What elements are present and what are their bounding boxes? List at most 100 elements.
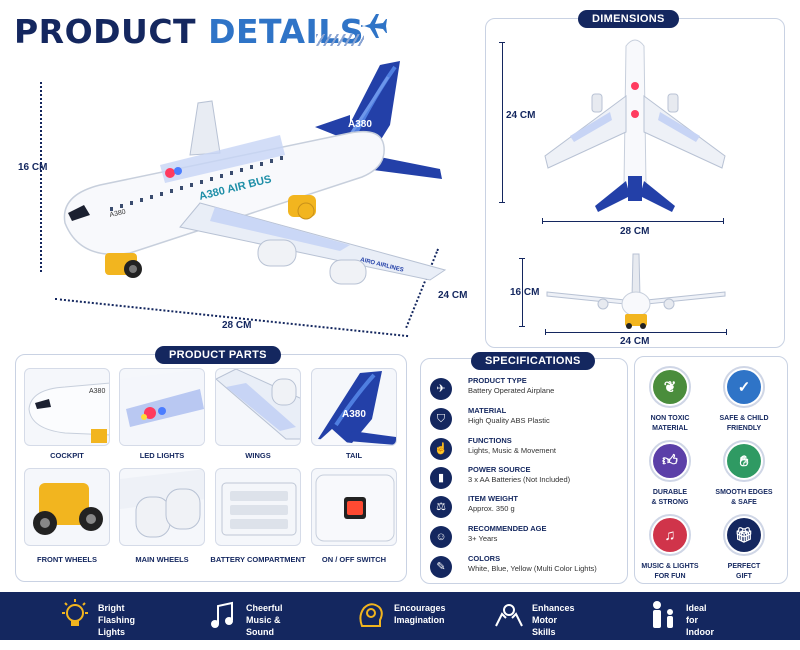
part-led-lights-image [119,368,205,446]
battery-icon: ▮ [430,467,452,489]
feature-badge: 👍︎ [649,440,691,482]
feature-badge: ❦ [649,366,691,408]
tick [723,218,724,224]
family-icon [653,601,673,628]
top-view-airplane [544,39,726,212]
tail-part-text: A380 [342,409,366,420]
front-width-label: 24 CM [620,336,650,347]
hand-icon: ☝ [430,438,452,460]
part-cockpit-image: A380 [24,368,110,446]
features-panel [634,356,788,584]
spec-title: FUNCTIONS [468,436,512,445]
top-width-label: 28 CM [620,226,650,237]
footer-label: Encourages Imagination [394,603,446,625]
spec-value: Battery Operated Airplane [468,386,555,395]
part-label-cockpit: COCKPIT [50,451,84,460]
spec-title: MATERIAL [468,406,507,415]
height-label: 16 CM [18,162,48,173]
front-width-line [545,332,727,333]
spec-value: Lights, Music & Movement [468,446,556,455]
top-width-line [542,221,724,222]
spec-title: RECOMMENDED AGE [468,524,547,533]
part-wings-image [215,368,301,446]
feature-label: NON TOXIC MATERIAL [650,415,690,432]
tick [519,258,525,259]
part-label-front-wheels: FRONT WHEELS [37,555,97,564]
feature-perfect-gift: 🎁︎ PERFECT GIFT [708,514,780,582]
part-label-main-wheels: MAIN WHEELS [135,555,189,564]
feature-non-toxic: ❦ NON TOXIC MATERIAL [634,366,706,434]
spec-row-item-weight: ⚖ ITEM WEIGHT Approx. 350 g [430,494,630,524]
gift-icon: 🎁︎ [727,518,761,552]
smooth-hand-icon: ✋︎ [727,444,761,478]
music-icon [211,601,233,628]
nose-text: A380 [109,209,127,219]
weight-icon: ⚖ [430,496,452,518]
part-label-battery-compartment: BATTERY COMPARTMENT [210,555,306,564]
main-airplane-illustration: A380 A380 AIR BUS A380 AIRO AIRLINES [63,61,447,285]
spec-row-power-source: ▮ POWER SOURCE 3 x AA Batteries (Not Inc… [430,465,630,495]
title-decoration [316,34,364,46]
spec-title: ITEM WEIGHT [468,494,518,503]
dimensions-header: DIMENSIONS [578,10,679,28]
spec-value: High Quality ABS Plastic [468,416,550,425]
part-battery-compartment-image [215,468,301,546]
top-height-label: 24 CM [506,110,536,121]
feature-badge: ♫ [649,514,691,556]
part-label-tail: TAIL [345,451,363,460]
airplane-icon [361,14,387,38]
feature-smooth-edges: ✋︎ SMOOTH EDGES & SAFE [708,440,780,508]
part-label-wings: WINGS [245,451,271,460]
spec-row-colors: ✎ COLORS White, Blue, Yellow (Multi Colo… [430,554,630,584]
spec-row-recommended-age: ☺ RECOMMENDED AGE 3+ Years [430,524,630,554]
specifications-header: SPECIFICATIONS [471,352,595,370]
length-label: 28 CM [222,320,252,331]
tick [545,329,546,335]
feature-label: PERFECT GIFT [727,563,761,580]
spec-row-material: ⛉ MATERIAL High Quality ABS Plastic [430,406,630,436]
spec-row-product-type: ✈ PRODUCT TYPE Battery Operated Airplane [430,376,630,406]
tick [499,202,505,203]
feature-safe-child: ✓ SAFE & CHILD FRIENDLY [708,366,780,434]
feature-badge: ✋︎ [723,440,765,482]
front-view-airplane [546,253,726,329]
shield-icon: ⛉ [430,408,452,430]
footer-label: Enhances Motor Skills [532,603,575,637]
front-height-line [522,258,523,326]
feature-label: SMOOTH EDGES & SAFE [715,489,773,506]
footer-bar: Bright Flashing Lights Cheerful Music & … [0,592,800,649]
cockpit-text: A380 [89,388,105,395]
tick [499,42,505,43]
page-title: PRODUCT DETAILS [14,12,364,51]
part-main-wheels-image [119,468,205,546]
feature-badge: ✓ [723,366,765,408]
spec-value: Approx. 350 g [468,504,515,513]
person-icon: ☺ [430,526,452,548]
leaf-icon: ❦ [653,370,687,404]
spec-value: 3+ Years [468,534,498,543]
product-parts-header: PRODUCT PARTS [155,346,281,364]
tick [542,218,543,224]
footer-label: Cheerful Music & Sound [246,603,283,637]
lightbulb-icon [62,599,88,626]
footer-label: Ideal for Indoor Play [686,603,714,649]
spec-title: COLORS [468,554,501,563]
part-label-on-off-switch: ON / OFF SWITCH [321,555,387,564]
height-measure-line [40,82,42,272]
airplane-icon: ✈ [430,378,452,400]
tick [726,329,727,335]
thumbs-up-icon: 👍︎ [653,444,687,478]
spec-title: PRODUCT TYPE [468,376,527,385]
part-on-off-switch-image [311,468,397,546]
depth-label: 24 CM [438,290,468,301]
length-measure-line [54,298,409,338]
footer-label: Bright Flashing Lights [98,603,136,637]
feature-music-lights: ♫ MUSIC & LIGHTS FOR FUN [634,514,706,582]
hands-icon [495,604,523,627]
part-label-led-lights: LED LIGHTS [139,451,185,460]
spec-title: POWER SOURCE [468,465,531,474]
tick [519,326,525,327]
title-word-product: PRODUCT [14,12,197,51]
top-height-line [502,42,503,202]
palette-icon: ✎ [430,556,452,578]
